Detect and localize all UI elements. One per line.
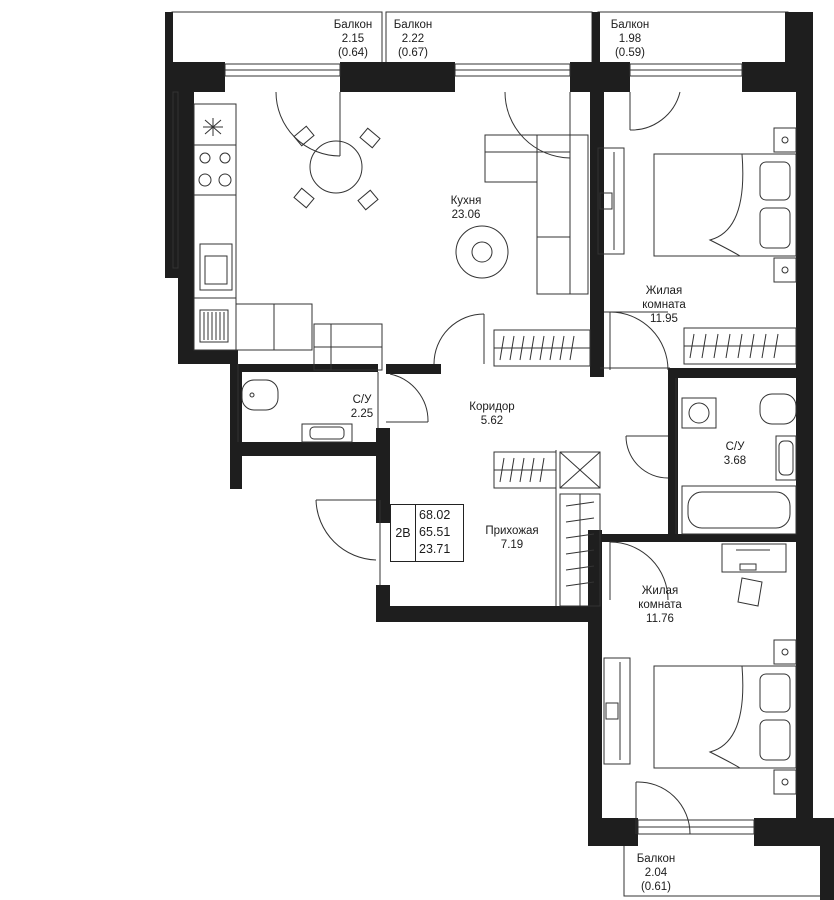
balcony-4-area: 2.04 xyxy=(644,867,668,879)
partitions xyxy=(237,311,677,606)
sofa xyxy=(484,134,589,295)
corridor-label: Коридор 5.62 xyxy=(469,400,514,428)
balcony-4-name: Балкон xyxy=(636,853,676,865)
balcony-3-name: Балкон xyxy=(610,19,650,31)
living-area: 23.71 xyxy=(419,542,451,556)
hallway-area: 7.19 xyxy=(500,539,524,551)
living-room-1-area: 11.95 xyxy=(650,313,678,325)
corridor-name: Коридор xyxy=(469,401,515,413)
apartment-areas: 68.02 65.51 23.71 xyxy=(419,507,450,558)
bed-1 xyxy=(653,127,797,283)
wardrobe-hallway xyxy=(493,451,601,607)
bed-2 xyxy=(653,639,797,795)
balcony-1-area: 2.15 xyxy=(341,33,365,45)
balcony-1-reduced-area: (0.64) xyxy=(337,47,369,59)
living-room-1-label: Жилая комната 11.95 xyxy=(642,284,686,326)
living-room-1-name-line1: Жилая xyxy=(645,285,683,297)
balcony-2-label: Балкон 2.22 (0.67) xyxy=(394,18,433,60)
balcony-2-name: Балкон xyxy=(393,19,433,31)
kitchen-area: 23.06 xyxy=(451,209,481,221)
dining-table xyxy=(293,125,381,211)
balcony-2-reduced-area: (0.67) xyxy=(397,47,429,59)
bathroom-small-fixtures xyxy=(241,379,353,443)
wardrobe-bedroom-1 xyxy=(683,327,797,365)
balcony-1-name: Балкон xyxy=(333,19,373,31)
hallway-label: Прихожая 7.19 xyxy=(485,524,538,552)
kitchen-name: Кухня xyxy=(450,195,482,207)
walls xyxy=(165,12,834,900)
living-room-2-label: Жилая комната 11.76 xyxy=(638,584,682,626)
living-room-2-area: 11.76 xyxy=(646,613,674,625)
living-room-2-name-line2: комната xyxy=(638,599,682,611)
hallway-name: Прихожая xyxy=(485,525,539,537)
bathroom-small-area: 2.25 xyxy=(350,408,374,420)
bathroom-large-name: С/У xyxy=(725,441,745,453)
apartment-type: 2В xyxy=(391,505,416,561)
corridor-area: 5.62 xyxy=(480,415,504,427)
kitchen-label: Кухня 23.06 xyxy=(451,194,482,222)
bathroom-small-name: С/У xyxy=(352,394,372,406)
round-rug xyxy=(455,225,509,279)
balcony-1-label: Балкон 2.15 (0.64) xyxy=(334,18,373,60)
bathroom-large-fixtures xyxy=(681,393,797,535)
bathroom-large-label: С/У 3.68 xyxy=(724,440,746,468)
balcony-3-reduced-area: (0.59) xyxy=(614,47,646,59)
balcony-3-label: Балкон 1.98 (0.59) xyxy=(611,18,650,60)
area-without-balconies: 65.51 xyxy=(419,525,451,539)
balcony-3-area: 1.98 xyxy=(618,33,642,45)
bathroom-small-label: С/У 2.25 xyxy=(351,393,373,421)
wardrobe-kitchen xyxy=(493,329,591,367)
desk xyxy=(721,543,787,607)
apartment-info-box: 2В 68.02 65.51 23.71 xyxy=(390,504,464,562)
doors xyxy=(275,91,691,835)
kitchen-set xyxy=(193,103,313,351)
balcony-2-area: 2.22 xyxy=(401,33,425,45)
balcony-4-reduced-area: (0.61) xyxy=(640,881,672,893)
bathroom-large-area: 3.68 xyxy=(723,455,747,467)
living-room-2-name-line1: Жилая xyxy=(641,585,679,597)
tv-stand-1 xyxy=(597,147,625,255)
living-room-1-name-line2: комната xyxy=(642,299,686,311)
tv-stand-2 xyxy=(603,657,631,765)
balcony-4-label: Балкон 2.04 (0.61) xyxy=(637,852,676,894)
windows xyxy=(172,63,755,835)
total-area: 68.02 xyxy=(419,508,451,522)
